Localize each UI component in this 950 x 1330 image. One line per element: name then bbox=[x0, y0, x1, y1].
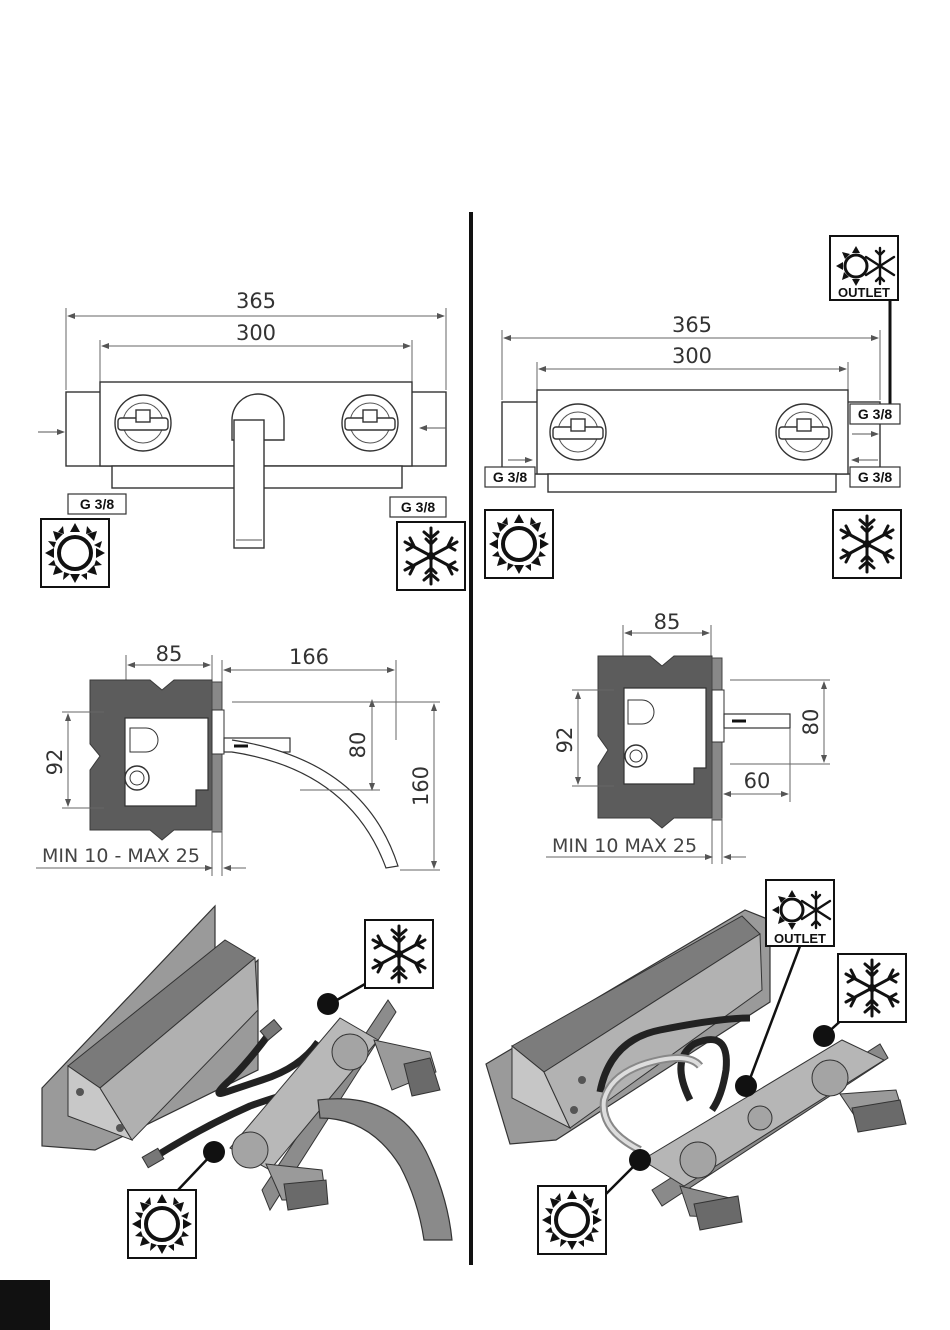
right-front-view: 365 300 OUTLET G 3/8 G 3/8 bbox=[485, 236, 901, 578]
dim-inner-width: 300 bbox=[672, 344, 712, 368]
outlet-connection-label: G 3/8 bbox=[858, 406, 892, 422]
dim-total-drop: 160 bbox=[409, 766, 433, 806]
inlet-right-label: G 3/8 bbox=[401, 499, 435, 515]
left-handle bbox=[115, 395, 171, 451]
wall-thickness-range: MIN 10 MAX 25 bbox=[552, 835, 697, 857]
sun-icon bbox=[485, 510, 553, 578]
dim-spout-drop: 80 bbox=[346, 732, 370, 759]
dim-overall-width: 365 bbox=[672, 313, 712, 337]
dim-depth: 85 bbox=[654, 610, 681, 634]
inlet-left-label: G 3/8 bbox=[493, 469, 527, 485]
sun-icon bbox=[128, 1190, 196, 1258]
snowflake-icon bbox=[397, 522, 465, 590]
left-side-view: 85 166 92 80 160 MIN 10 - MAX 25 bbox=[36, 642, 440, 876]
snowflake-icon bbox=[833, 510, 901, 578]
right-handle bbox=[776, 404, 832, 460]
right-iso-view: OUTLET bbox=[486, 880, 906, 1254]
wall-thickness-range: MIN 10 - MAX 25 bbox=[42, 845, 200, 867]
left-front-view: 365 300 bbox=[38, 289, 465, 590]
snowflake-icon bbox=[838, 954, 906, 1022]
inlet-left-label: G 3/8 bbox=[80, 496, 114, 512]
dim-box-height: 92 bbox=[43, 749, 67, 776]
dim-overall-width: 365 bbox=[236, 289, 276, 313]
sun-icon bbox=[538, 1186, 606, 1254]
left-iso-view bbox=[42, 906, 452, 1258]
inlet-right-label: G 3/8 bbox=[858, 469, 892, 485]
outlet-label: OUTLET bbox=[838, 285, 890, 300]
dim-inner-width: 300 bbox=[236, 321, 276, 345]
dim-outlet-projection: 60 bbox=[744, 769, 771, 793]
outlet-label: OUTLET bbox=[774, 931, 826, 946]
dim-outlet-height: 80 bbox=[799, 709, 823, 736]
sun-icon bbox=[41, 519, 109, 587]
right-side-view: 85 92 80 60 MIN 10 MAX 25 bbox=[546, 610, 830, 864]
dim-spout-length: 166 bbox=[289, 645, 329, 669]
left-handle bbox=[550, 404, 606, 460]
dim-box-height: 92 bbox=[553, 727, 577, 754]
page-corner-tab bbox=[0, 1280, 50, 1330]
right-handle bbox=[342, 395, 398, 451]
snowflake-icon bbox=[365, 920, 433, 988]
dim-depth: 85 bbox=[156, 642, 183, 666]
